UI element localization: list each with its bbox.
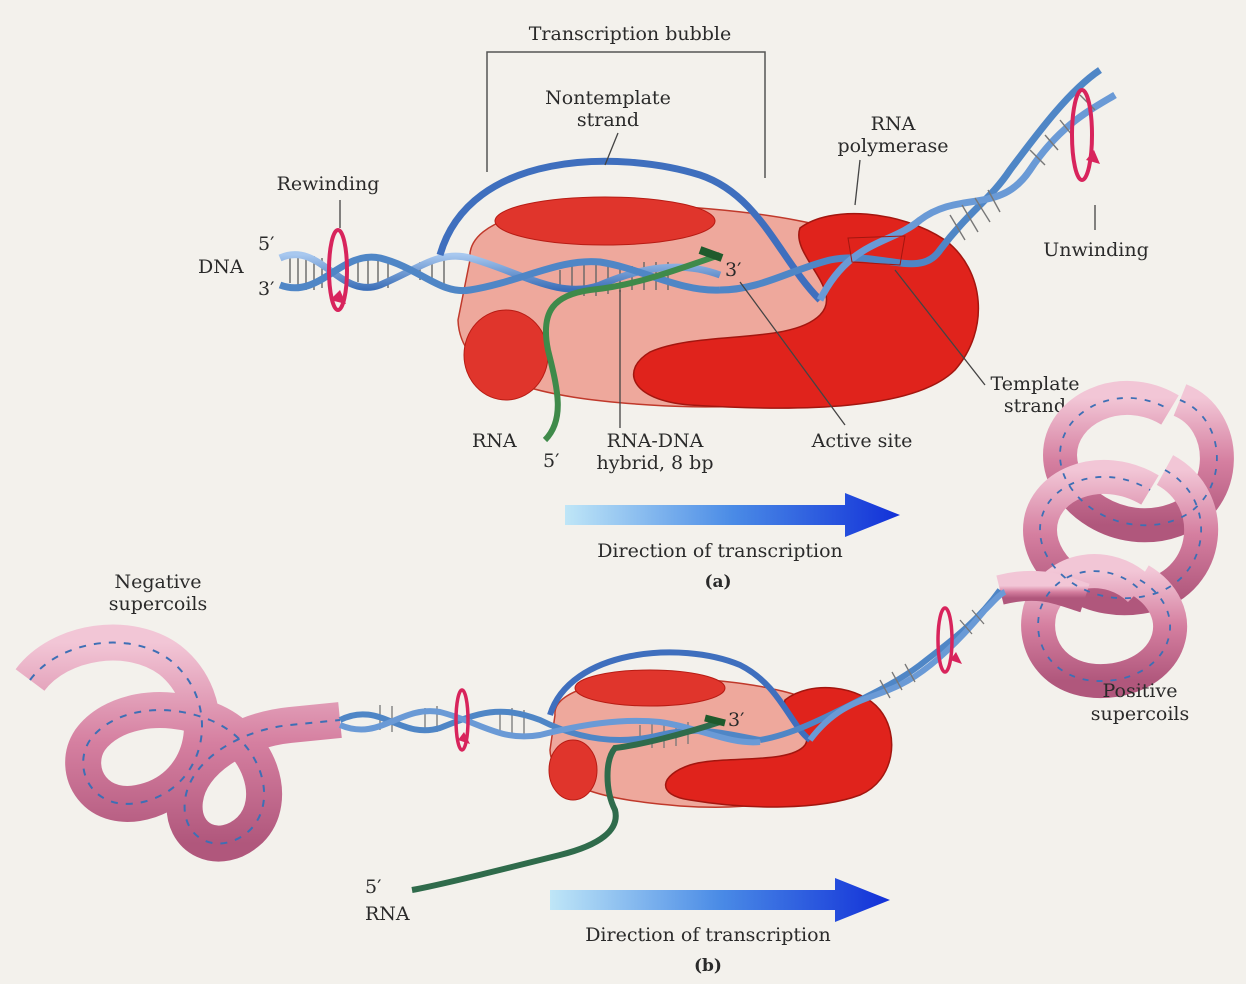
label-template-line2: strand [1004, 395, 1066, 417]
positive-supercoils [1000, 398, 1217, 681]
direction-arrow-b [550, 878, 890, 922]
label-unwinding: Unwinding [1043, 239, 1148, 261]
label-dna-3prime: 3′ [258, 278, 274, 300]
label-template-line1: Template [991, 373, 1080, 395]
label-rna-polymerase-line2: polymerase [837, 135, 948, 157]
label-positive-line1: Positive [1103, 680, 1178, 702]
label-hybrid-line2: hybrid, 8 bp [597, 452, 714, 474]
panel-b: Negative supercoils Positive supercoils … [30, 571, 1189, 976]
panel-a: Transcription bubble Nontemplate strand … [198, 23, 1149, 592]
dna-duplex-b [340, 590, 1005, 748]
label-rna-polymerase-line1: RNA [871, 113, 916, 135]
label-rna-5prime-b: 5′ [365, 876, 381, 898]
label-negative-line2: supercoils [109, 593, 207, 615]
label-nontemplate-line1: Nontemplate [545, 87, 671, 109]
label-rna-a: RNA [472, 430, 517, 452]
label-direction-a: Direction of transcription [597, 540, 843, 562]
label-rna-3prime-a: 3′ [725, 259, 741, 281]
label-rna-b: RNA [365, 903, 410, 925]
label-positive-line2: supercoils [1091, 703, 1189, 725]
rna-3prime-end-b [705, 718, 725, 723]
label-direction-b: Direction of transcription [585, 924, 831, 946]
label-rewinding: Rewinding [277, 173, 380, 195]
label-active-site: Active site [811, 430, 913, 452]
negative-supercoils [30, 643, 340, 844]
label-dna: DNA [198, 256, 244, 278]
label-negative-line1: Negative [114, 571, 201, 593]
label-transcription-bubble: Transcription bubble [529, 23, 732, 45]
label-dna-5prime: 5′ [258, 233, 274, 255]
label-nontemplate-line2: strand [577, 109, 639, 131]
label-rna-3prime-b: 3′ [728, 709, 744, 731]
label-panel-a: (a) [704, 572, 731, 592]
label-hybrid-line1: RNA-DNA [607, 430, 704, 452]
label-panel-b: (b) [694, 956, 722, 976]
direction-arrow-a [565, 493, 900, 537]
label-rna-5prime-a: 5′ [543, 450, 559, 472]
